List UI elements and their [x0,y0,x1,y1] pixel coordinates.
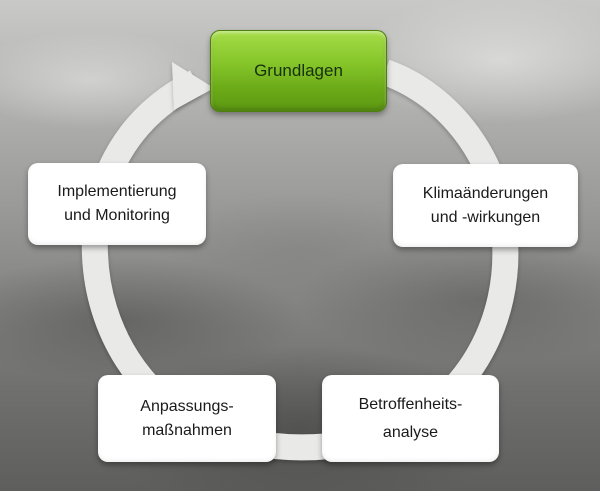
node-betroffenheitsanalyse: Betroffenheits- analyse [322,375,499,462]
node-implementierung-label-1: Implementierung [57,183,177,200]
node-implementierung-label-2: und Monitoring [64,207,170,224]
cycle-arrowhead [172,62,214,110]
node-betroffenheit-label-2: analyse [382,423,439,441]
node-klimaaenderungen: Klimaänderungen und -wirkungen [393,164,578,247]
node-grundlagen: Grundlagen [210,30,387,112]
node-klima-label-1: Klimaänderungen [422,184,549,202]
node-klima-label-2: und -wirkungen [430,208,541,226]
node-anpassungsmassnahmen: Anpassungs- maßnahmen [98,375,276,462]
node-implementierung: Implementierung und Monitoring [28,163,206,245]
node-anpassung-label-1: Anpassungs- [140,397,234,415]
node-anpassung-label-2: maßnahmen [142,421,232,439]
node-betroffenheit-label-1: Betroffenheits- [358,395,463,413]
node-grundlagen-label: Grundlagen [254,61,343,80]
